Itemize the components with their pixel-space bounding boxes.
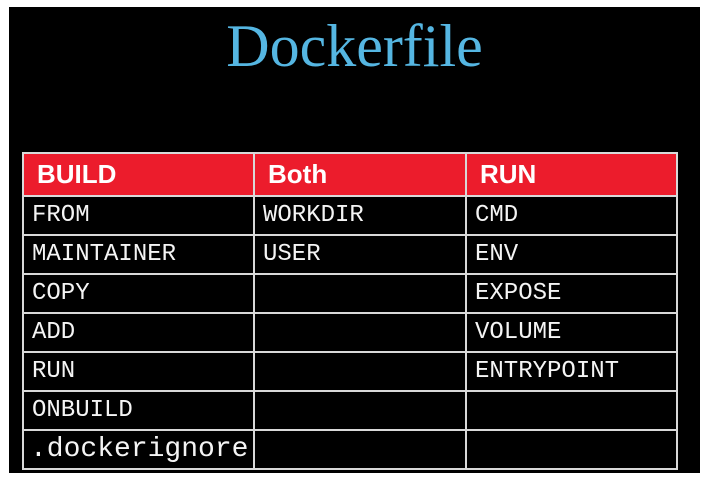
dockerfile-instructions-table: BUILD Both RUN FROM WORKDIR CMD MAINTAIN… [22, 152, 678, 470]
column-header-run: RUN [465, 152, 678, 197]
table-cell: ADD [22, 312, 255, 353]
table-cell [253, 429, 467, 470]
table-cell: VOLUME [465, 312, 678, 353]
table-row: ADD VOLUME [22, 312, 678, 353]
table-cell: CMD [465, 195, 678, 236]
table-row: RUN ENTRYPOINT [22, 351, 678, 392]
table-cell [253, 351, 467, 392]
table-row: .dockerignore [22, 429, 678, 470]
table-cell: ENTRYPOINT [465, 351, 678, 392]
table-row: ONBUILD [22, 390, 678, 431]
table-cell [465, 429, 678, 470]
table-cell: EXPOSE [465, 273, 678, 314]
table-cell: FROM [22, 195, 255, 236]
table-cell [253, 312, 467, 353]
table-cell: COPY [22, 273, 255, 314]
column-header-build: BUILD [22, 152, 255, 197]
table-cell: RUN [22, 351, 255, 392]
table-cell: USER [253, 234, 467, 275]
table-cell: WORKDIR [253, 195, 467, 236]
table-cell [253, 390, 467, 431]
slide-title: Dockerfile [226, 13, 483, 79]
table-cell: .dockerignore [22, 429, 255, 470]
table-row: FROM WORKDIR CMD [22, 195, 678, 236]
table-cell: ENV [465, 234, 678, 275]
table-row: COPY EXPOSE [22, 273, 678, 314]
table-cell [253, 273, 467, 314]
table-header-row: BUILD Both RUN [22, 152, 678, 197]
table-row: MAINTAINER USER ENV [22, 234, 678, 275]
slide: Dockerfile BUILD Both RUN FROM WORKDIR C… [9, 7, 700, 473]
column-header-both: Both [253, 152, 467, 197]
table-cell: ONBUILD [22, 390, 255, 431]
table-cell: MAINTAINER [22, 234, 255, 275]
table-cell [465, 390, 678, 431]
